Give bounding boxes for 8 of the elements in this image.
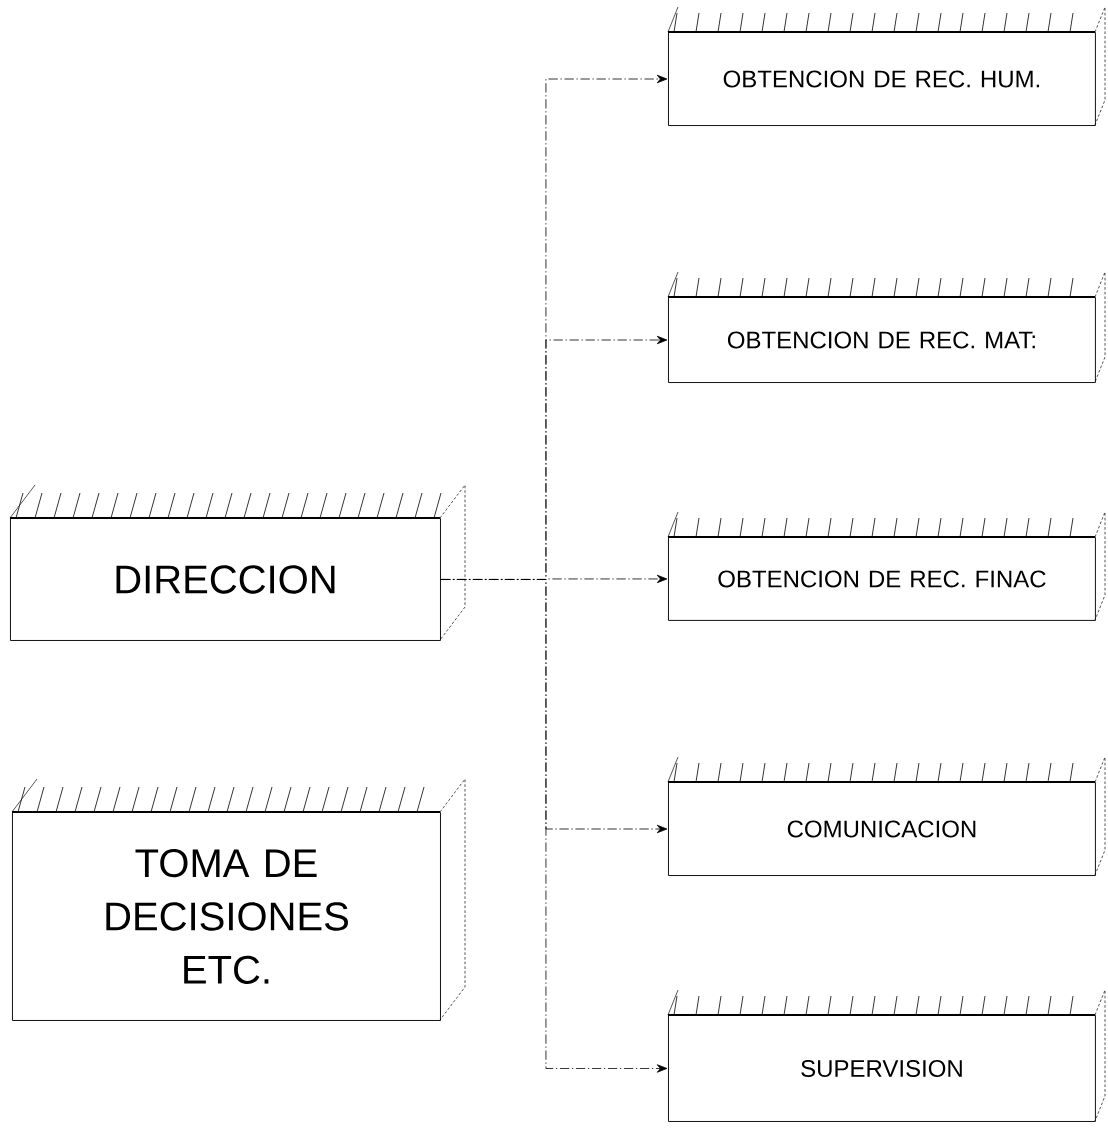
box: SUPERVISION xyxy=(667,989,1106,1122)
arrow xyxy=(440,579,668,1073)
box: COMUNICACION xyxy=(667,756,1106,876)
box: DIRECCION xyxy=(9,484,466,641)
box: OBTENCION DE REC. MAT: xyxy=(667,271,1106,383)
box: TOMA DE DECISIONES ETC. xyxy=(11,778,466,1021)
box: OBTENCION DE REC. HUM. xyxy=(667,6,1106,126)
box: OBTENCION DE REC. FINAC xyxy=(667,511,1106,621)
